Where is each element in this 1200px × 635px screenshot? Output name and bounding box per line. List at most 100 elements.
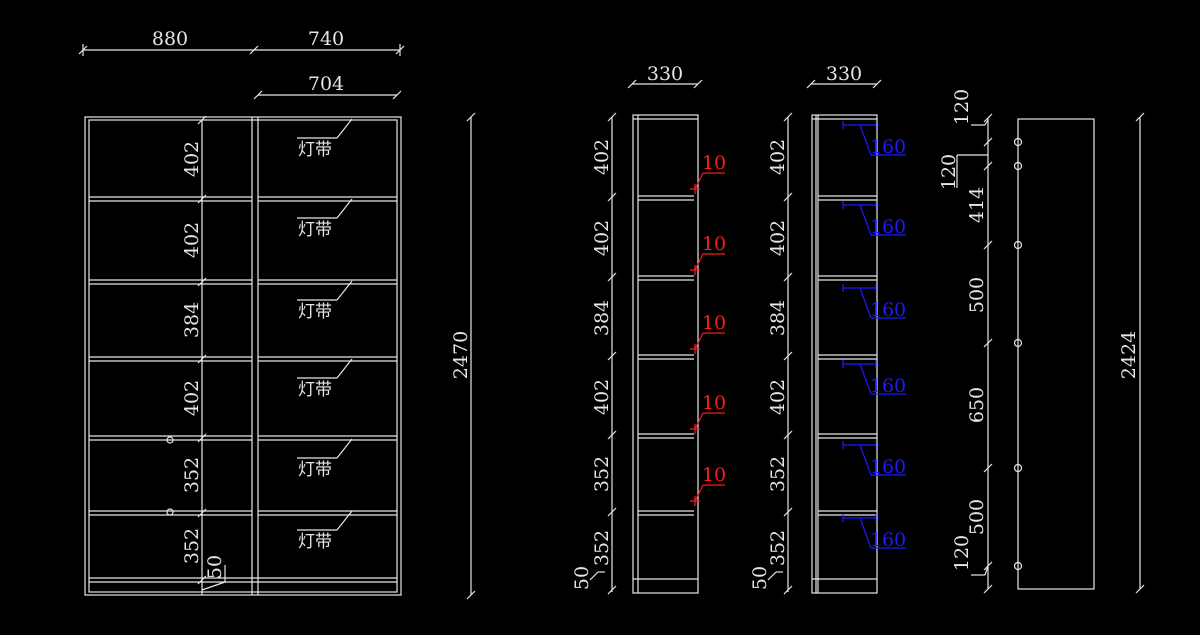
cabinet-inner-frame [88, 119, 398, 593]
light-strip-leader [336, 198, 353, 219]
light-strip-leader [336, 118, 353, 139]
leader-120 [984, 565, 989, 576]
dim-label-hole: 500 [966, 277, 988, 313]
dim-label-shelf: 352 [591, 456, 613, 492]
dim-label-shelf: 402 [767, 220, 789, 256]
dim-label-inner-width: 704 [308, 73, 344, 95]
red-note: 10 [702, 312, 726, 334]
dim-tick [197, 433, 207, 443]
blue-note: 160 [870, 375, 906, 397]
dim-tick [783, 112, 793, 122]
leader-plinth [767, 571, 777, 581]
dim-tick [466, 112, 476, 122]
leader-120 [984, 119, 989, 126]
blue-leader [859, 363, 872, 395]
handle-icon [166, 508, 174, 516]
dim-label-shelf: 402 [181, 380, 203, 416]
blue-note: 160 [870, 299, 906, 321]
dim-label-depth: 330 [647, 63, 683, 85]
dim-tick [607, 585, 617, 595]
light-strip-leader [336, 358, 353, 379]
dim-tick [607, 351, 617, 361]
dim-label-shelf: 402 [181, 222, 203, 258]
side-b-frame [811, 114, 878, 594]
light-strip-leader [336, 438, 353, 459]
dim-tick [197, 508, 207, 518]
hole-icon [1013, 338, 1023, 348]
dim-tick [607, 272, 617, 282]
dim-tick [253, 90, 263, 100]
dim-tick [466, 590, 476, 600]
dim-tick [249, 45, 259, 55]
red-note: 10 [702, 464, 726, 486]
dim-label-hole: 120 [938, 154, 960, 190]
dim-label-shelf: 384 [181, 302, 203, 338]
dim-tick [983, 584, 993, 594]
blue-leader [859, 287, 872, 319]
light-strip-leader [336, 510, 353, 531]
dim-tick [806, 79, 816, 89]
light-strip-label: 灯带 [298, 302, 332, 322]
handle-icon [166, 436, 174, 444]
blue-note: 160 [870, 136, 906, 158]
panel-outline [1017, 118, 1095, 590]
blue-leader [859, 124, 872, 156]
dim-label-shelf: 402 [591, 220, 613, 256]
light-strip-label: 灯带 [298, 532, 332, 552]
blue-note: 160 [870, 529, 906, 551]
side-a-frame [632, 114, 699, 594]
dim-label-plinth: 50 [749, 566, 771, 590]
red-leader [694, 253, 704, 271]
dim-tick [983, 240, 993, 250]
dim-tick [983, 137, 993, 147]
red-leader [694, 332, 704, 350]
dim-tick [607, 192, 617, 202]
dim-label-shelf: 384 [591, 300, 613, 336]
blue-leader [859, 444, 872, 476]
dim-label-shelf: 352 [591, 530, 613, 566]
red-note: 10 [702, 152, 726, 174]
dim-tick [1135, 112, 1145, 122]
dim-label-shelf: 402 [591, 379, 613, 415]
dim-label-shelf: 384 [767, 300, 789, 336]
light-strip-leader [336, 280, 353, 301]
dim-label-depth: 330 [826, 63, 862, 85]
dim-tick [197, 354, 207, 364]
blue-leader [859, 204, 872, 236]
dim-tick [783, 192, 793, 202]
dim-tick [983, 161, 993, 171]
red-leader [694, 412, 704, 430]
dim-label-shelf: 352 [767, 456, 789, 492]
dim-label-width-left: 880 [152, 28, 188, 50]
blue-leader [859, 517, 872, 549]
dim-tick [197, 115, 207, 125]
dim-label-panel-height: 2424 [1118, 331, 1140, 379]
dim-label-hole: 650 [966, 387, 988, 423]
leader-plinth [201, 581, 226, 591]
hole-icon [1013, 561, 1023, 571]
dim-label-width-right: 740 [308, 28, 344, 50]
leader-plinth [589, 571, 599, 581]
dim-tick [872, 79, 882, 89]
dim-label-shelf: 352 [181, 528, 203, 564]
dim-tick [783, 351, 793, 361]
dim-tick [627, 79, 637, 89]
light-strip-label: 灯带 [298, 140, 332, 160]
dim-tick [983, 338, 993, 348]
dim-tick [983, 463, 993, 473]
cabinet-outer-frame [84, 116, 402, 596]
hole-icon [1013, 137, 1023, 147]
light-strip-label: 灯带 [298, 220, 332, 240]
hole-icon [1013, 463, 1023, 473]
hole-icon [1013, 240, 1023, 250]
hole-icon [1013, 161, 1023, 171]
dim-tick [392, 90, 402, 100]
dim-label-shelf: 402 [767, 139, 789, 175]
blue-note: 160 [870, 216, 906, 238]
red-leader [694, 484, 704, 502]
dim-label-shelf: 402 [591, 139, 613, 175]
dim-label-hole: 120 [951, 89, 973, 125]
dim-tick [783, 507, 793, 517]
dim-label-shelf: 352 [767, 530, 789, 566]
